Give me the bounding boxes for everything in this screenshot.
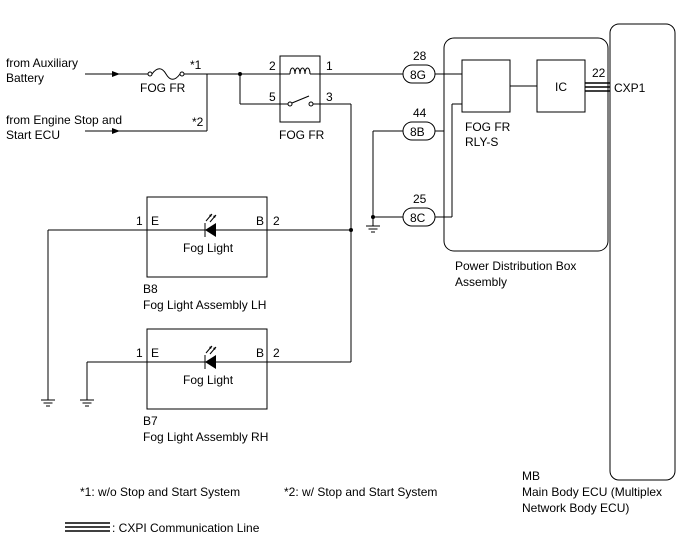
fog-light-lh-name: Fog Light Assembly LH (143, 298, 266, 312)
ic-pin-22: 22 (592, 66, 606, 80)
ground-icon-rh (80, 399, 94, 407)
relay-box (279, 55, 321, 123)
ground-icon-lh (41, 399, 55, 407)
fog-light-lh-b: B (256, 214, 264, 228)
relay-coil-icon (289, 67, 311, 75)
connector-8b-id: 8B (410, 125, 425, 139)
source-aux-battery-line2: Battery (6, 71, 44, 85)
note-mark-1: *1 (190, 58, 202, 72)
fog-fr-rly-s-label-line2: RLY-S (465, 135, 498, 149)
ground-icon-pdb (366, 225, 380, 233)
connector-8c: 25 8C (402, 192, 436, 227)
fog-light-lh-inner: Fog Light (183, 241, 234, 255)
led-icon-rh (204, 345, 217, 369)
note-1: *1: w/o Stop and Start System (80, 485, 240, 499)
connector-8g-pin: 28 (413, 49, 427, 63)
legend-cxpi-label: : CXPI Communication Line (112, 521, 260, 535)
connector-8g-id: 8G (410, 68, 426, 82)
relay-switch-icon (291, 95, 310, 104)
fog-light-rh-code: B7 (143, 414, 158, 428)
cxpi-communication-line (585, 82, 610, 92)
ic-box (536, 59, 586, 113)
source-engine-ecu-line2: Start ECU (6, 128, 60, 142)
switch-contact-right (308, 101, 314, 107)
connector-8b: 44 8B (402, 106, 436, 141)
led-icon-lh (204, 213, 217, 237)
fog-light-rh-pin-b: 2 (273, 346, 280, 360)
legend-cxpi-icon (65, 522, 110, 532)
switch-contact-left (287, 101, 293, 107)
fog-light-rh-inner: Fog Light (183, 373, 234, 387)
ic-label: IC (555, 80, 567, 94)
fog-light-rh-e: E (151, 346, 159, 360)
main-body-ecu (609, 23, 676, 481)
connector-8b-pin: 44 (413, 106, 427, 120)
relay-pin-3: 3 (326, 90, 333, 104)
fog-fr-rly-s-box (461, 59, 511, 113)
fog-light-lh-pin-e: 1 (136, 214, 143, 228)
fog-fr-rly-s-label-line1: FOG FR (465, 120, 511, 134)
connector-8c-id: 8C (410, 211, 426, 225)
pdb-name-line2: Assembly (455, 275, 507, 289)
note-2: *2: w/ Stop and Start System (284, 485, 437, 499)
fog-light-rh-b: B (256, 346, 264, 360)
fog-light-lh-box (146, 196, 268, 278)
connector-8c-pin: 25 (413, 192, 427, 206)
connector-8g: 28 8G (402, 49, 436, 84)
note-mark-2: *2 (192, 115, 204, 129)
fog-light-lh-pin-b: 2 (273, 214, 280, 228)
relay-label: FOG FR (279, 128, 325, 142)
fog-light-rh-box (146, 328, 268, 410)
fog-light-lh-code: B8 (143, 282, 158, 296)
ecu-name-line2: Network Body ECU) (522, 501, 629, 515)
pdb-name-line1: Power Distribution Box (455, 259, 576, 273)
ecu-name-line1: Main Body ECU (Multiplex (522, 485, 662, 499)
fuse-label: FOG FR (140, 81, 186, 95)
source-aux-battery-line1: from Auxiliary (6, 56, 78, 70)
fog-light-rh-pin-e: 1 (136, 346, 143, 360)
fog-light-lh-e: E (151, 214, 159, 228)
source-engine-ecu-line1: from Engine Stop and (6, 113, 122, 127)
relay-pin-2: 2 (269, 59, 276, 73)
relay-pin-5: 5 (269, 90, 276, 104)
fuse-icon (147, 68, 185, 80)
fog-light-rh-name: Fog Light Assembly RH (143, 430, 268, 444)
ecu-code: MB (522, 469, 540, 483)
junction-dot-ground (371, 215, 375, 219)
relay-pin-1: 1 (326, 59, 333, 73)
ecu-cxp1-label: CXP1 (614, 81, 646, 95)
